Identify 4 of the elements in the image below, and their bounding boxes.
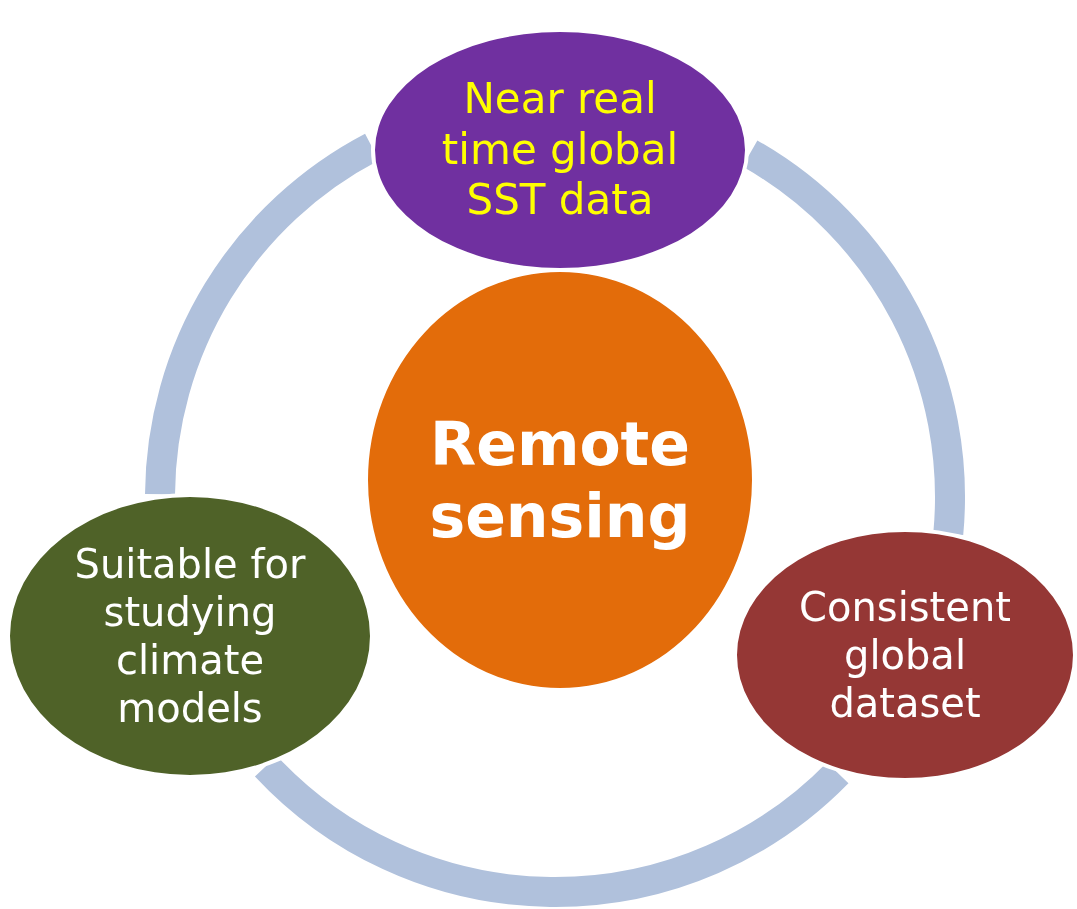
node-label: Suitable for studying climate models	[73, 540, 307, 732]
node-label: Consistent global dataset	[798, 583, 1012, 727]
node-label: Remote sensing	[428, 408, 692, 552]
node-label: Near real time global SST data	[440, 74, 680, 226]
